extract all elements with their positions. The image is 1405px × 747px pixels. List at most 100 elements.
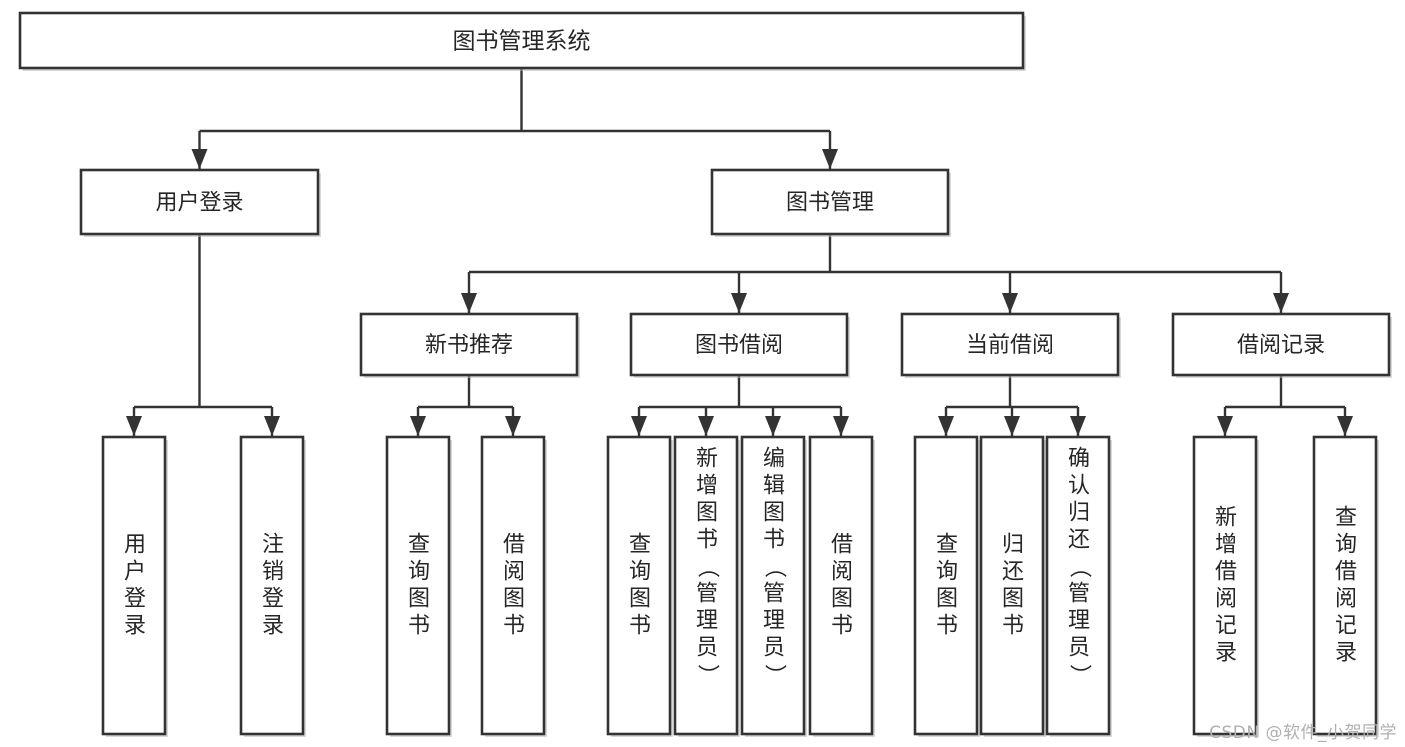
node-rect[interactable] [1045,435,1111,736]
node-new-book-recommend[interactable]: 新书推荐 [359,312,580,378]
node-label-char: 理 [696,609,718,634]
node-label-char: （ [695,556,720,578]
node-label-char: 用 [124,533,146,558]
node-label-char: 录 [1335,641,1357,666]
node-label-char: 询 [1335,533,1357,558]
node-label-char: 录 [124,614,146,639]
nodes-layer: 图书管理系统用户登录图书管理新书推荐图书借阅当前借阅借阅记录用户登录注销登录查询… [18,11,1392,737]
node-label-char: 图 [408,587,430,612]
node-rect[interactable] [629,312,849,377]
node-label-char: 书 [936,614,958,639]
node-rect[interactable] [1171,312,1391,377]
node-rect[interactable] [740,435,806,736]
arrowhead-icon [698,416,714,436]
node-label: 当前借阅 [966,333,1054,358]
node-current-borrow[interactable]: 当前借阅 [900,312,1121,378]
node-label-char: 记 [1215,614,1237,639]
node-label-char: 书 [503,614,525,639]
node-label-char: 图 [696,501,718,526]
node-label-char: 借 [1335,560,1357,585]
arrowhead-icon [1002,293,1018,313]
node-rect[interactable] [979,435,1045,736]
node-user-login[interactable]: 用户登录 [79,168,321,237]
node-rect[interactable] [385,435,451,736]
node-rect[interactable] [18,11,1025,70]
node-label-char: 书 [408,614,430,639]
node-label-char: 借 [1215,560,1237,585]
node-rect[interactable] [808,435,874,736]
node-leaf-user-login[interactable]: 用户登录 [101,435,168,737]
node-label-char: 询 [936,560,958,585]
node-rect[interactable] [606,435,672,736]
arrowhead-icon [505,416,521,436]
node-rect[interactable] [480,435,546,736]
node-label-char: 增 [696,474,718,499]
edges-layer [126,68,1353,436]
node-label-char: 书 [696,528,718,553]
node-book-manage[interactable]: 图书管理 [710,168,951,237]
node-label-char: 确 [1068,447,1090,472]
arrowhead-icon [765,416,781,436]
node-label-char: 查 [936,533,958,558]
node-label-char: ） [695,664,720,686]
node-root[interactable]: 图书管理系统 [18,11,1026,71]
node-book-borrow[interactable]: 图书借阅 [629,312,850,378]
node-borrow-record[interactable]: 借阅记录 [1171,312,1392,378]
arrowhead-icon [1273,293,1289,313]
node-label-char: 辑 [763,474,785,499]
node-rect[interactable] [900,312,1120,377]
arrowhead-icon [822,149,838,169]
node-label-char: 登 [124,587,146,612]
node-label-char: 户 [124,560,146,585]
node-label: 图书管理系统 [453,29,591,55]
node-label-char: 查 [1335,506,1357,531]
node-label-char: 增 [1215,533,1237,558]
node-label-char: 认 [1068,474,1090,499]
node-label-char: 查 [408,533,430,558]
node-label-char: 编 [763,447,785,472]
node-label-char: 新 [696,447,718,472]
node-rect[interactable] [79,168,320,236]
arrowhead-icon [264,416,280,436]
node-rect[interactable] [710,168,950,236]
node-rect[interactable] [359,312,579,377]
node-label: 新书推荐 [425,333,513,358]
node-label-char: 归 [1002,533,1024,558]
node-label-char: 员 [763,636,785,661]
node-label: 借阅记录 [1237,333,1325,358]
node-rect[interactable] [913,435,979,736]
node-label-char: 书 [629,614,651,639]
node-rect[interactable] [1312,435,1378,736]
node-rect[interactable] [239,435,305,736]
node-label-char: 注 [262,533,284,558]
arrowhead-icon [731,293,747,313]
node-label-char: 理 [1068,609,1090,634]
node-label-char: 借 [503,533,525,558]
node-rect[interactable] [1192,435,1258,736]
arrowhead-icon [833,416,849,436]
node-label-char: 理 [763,609,785,634]
node-rect[interactable] [673,435,739,736]
arrowhead-icon [1217,416,1233,436]
node-label-char: 记 [1335,614,1357,639]
node-label-char: 图 [503,587,525,612]
node-rect[interactable] [101,435,167,736]
node-label-char: 询 [408,560,430,585]
node-label-char: 还 [1002,560,1024,585]
node-label-char: 管 [696,582,718,607]
node-label-char: 书 [763,528,785,553]
